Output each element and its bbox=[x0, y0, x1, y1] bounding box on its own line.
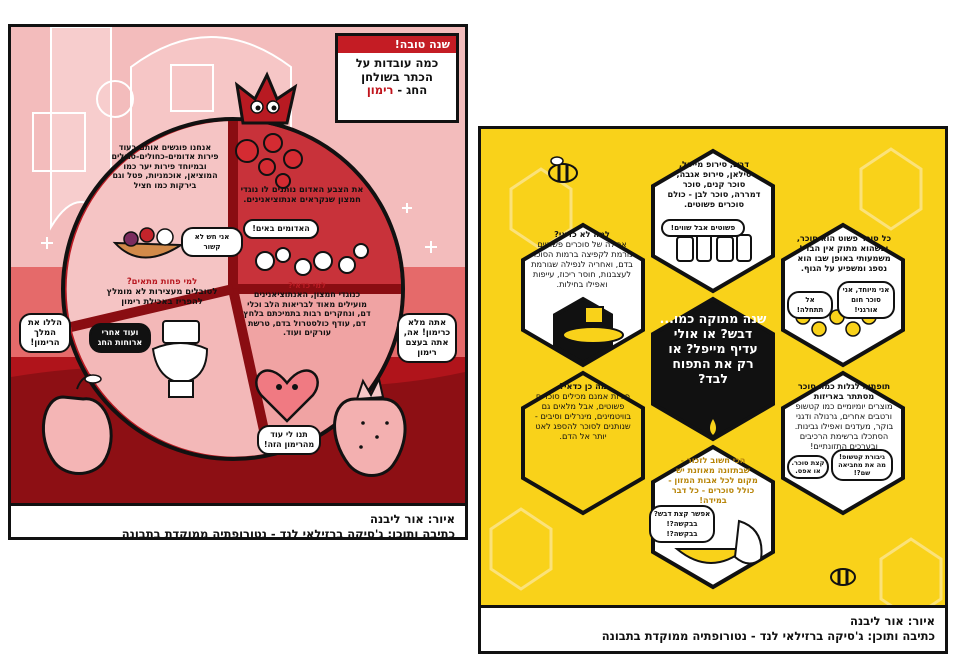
honey-poster: שנה מתוקה כמו... דבש? או אולי עדיף מייפל… bbox=[478, 126, 948, 654]
fact-who-should: למי כדאי? כנוגדי חמצון, האנתוציאנינים מו… bbox=[243, 281, 371, 338]
center-headline: שנה מתוקה כמו... דבש? או אולי עדיף מייפל… bbox=[659, 311, 767, 386]
credit-illustration: איור: אור ליבנה bbox=[370, 512, 455, 526]
bubble-reds-coming: האדומים באים! bbox=[243, 219, 319, 239]
hex-bottom-right-body: מוצרים יומיומיים כמו קטשופ ורטבים אחרים,… bbox=[794, 401, 894, 451]
less-suitable-title: למי פחות מתאים? bbox=[126, 276, 198, 286]
trampoline bbox=[562, 326, 624, 344]
seed-characters bbox=[235, 133, 303, 189]
hex-bottom-text: הכי חשוב לזכור - שבתזונה מאוזנת יש מקום … bbox=[668, 455, 758, 505]
fact-anthocyanin: את הצבע האדום נותנים לו נוגדי חמצון שנקר… bbox=[240, 184, 364, 204]
bee-icon bbox=[548, 156, 578, 183]
right-credits: איור: אור ליבנה כתיבה ותוכן: ג'סיקה ברזי… bbox=[481, 605, 945, 651]
bubble-ketchup: גיבורת קטשופ! מה את מחביאה שם?! bbox=[831, 449, 893, 481]
bubble-after-meals: ועוד אחרי ארוחות החג bbox=[89, 323, 151, 353]
heart-character bbox=[255, 369, 319, 423]
credit-text: כתיבה ותוכן: ג'סיקה ברזילאי לנד - נטורופ… bbox=[601, 629, 935, 643]
hex-top-text: דבש, סירופ מייפל, סילאן, סירופ אגבה, סוכ… bbox=[667, 159, 761, 209]
poster-title: כמה עובדות על הכתר בשולחן החג - רימון bbox=[338, 53, 456, 98]
credit-illustration: איור: אור ליבנה bbox=[850, 614, 935, 628]
bubble-heart: תנו לי עוד מהרימון הזה! bbox=[257, 425, 321, 455]
bubble-simple-worth: פשוטים אבל שווים! bbox=[661, 219, 745, 237]
apple-character bbox=[41, 374, 113, 475]
bubble-not-related: אני חש לא קשור bbox=[181, 227, 243, 257]
title-banner: שנה טובה! כמה עובדות על הכתר בשולחן החג … bbox=[335, 33, 459, 123]
fact-less-suitable: למי פחות מתאים? לסובלים מעצירות לא מומלץ… bbox=[103, 276, 221, 307]
title-line-2: הכתר בשולחן bbox=[361, 69, 433, 84]
wall-frame bbox=[32, 112, 86, 172]
less-suitable-text: לסובלים מעצירות לא מומלץ להפריז באכילת ר… bbox=[106, 285, 218, 306]
left-credits: איור: אור ליבנה כתיבה ותוכן: ג'סיקה ברזי… bbox=[11, 503, 465, 537]
hex-bottom-right-title: תופתעו לגלות כמה סוכר מסתתר באריזות bbox=[797, 381, 891, 401]
title-line-3: החג - רימון bbox=[342, 83, 452, 98]
strawberry-character bbox=[333, 376, 407, 477]
title-line-3-prefix: החג - bbox=[393, 83, 428, 98]
bubble-strawberry: אתה מלא כרימון! אה, אתה בעצם רימון bbox=[397, 313, 457, 363]
jar-characters bbox=[676, 232, 752, 262]
pomegranate-poster: שנה טובה! כמה עובדות על הכתר בשולחן החג … bbox=[8, 24, 468, 540]
hex-bottom-left-text: מה כן כדאי? פירות אמנם מכילים סוכרים פשו… bbox=[533, 381, 633, 441]
credit-text: כתיבה ותוכן: ג'סיקה ברזילאי לנד - נטורופ… bbox=[121, 527, 455, 540]
hex-top-left-body: אכילה של סוכרים פשוטים גורמת לקפיצה ברמו… bbox=[531, 239, 633, 289]
hex-center bbox=[651, 296, 775, 442]
hex-bottom-left-body: פירות אמנם מכילים סוכרים פשוטים, אבל מלא… bbox=[534, 391, 632, 441]
bubble-little-sugar: קצת סוכר. או אפס. bbox=[787, 455, 829, 479]
hex-bottom-left-title: מה כן כדאי? bbox=[559, 381, 607, 391]
hex-top-left-title: למה לא כדאי? bbox=[554, 229, 610, 239]
fact-where-found: אנחנו פוגשים אותם בעוד פירות אדומים-כחול… bbox=[111, 143, 219, 190]
header-tag: שנה טובה! bbox=[338, 36, 456, 53]
bee-icon bbox=[830, 568, 856, 586]
pomegranate-crown bbox=[234, 71, 298, 125]
bubble-organic: אני מיוחד, אני סוכר חום אורגני! bbox=[837, 281, 895, 319]
title-line-1: כמה עובדות על bbox=[355, 56, 439, 70]
title-highlight: רימון bbox=[366, 83, 394, 98]
bubble-apple: הללו את המלך הרימון! bbox=[19, 313, 71, 353]
who-should-title: למי כדאי? bbox=[288, 281, 326, 290]
bubble-dont-start: אל תתחלה! bbox=[787, 291, 833, 319]
bubble-some-honey: אפשר קצת דבש? בבקשה?! בבקשה?! bbox=[649, 505, 715, 543]
hex-bottom-left bbox=[521, 370, 645, 516]
toilet-character bbox=[162, 320, 200, 344]
hex-top-left-text: למה לא כדאי? אכילה של סוכרים פשוטים גורמ… bbox=[531, 229, 633, 289]
hex-top-right-text: כל סוכר פשוט הוא סוכר, וכשהוא מתוק אין ה… bbox=[796, 233, 892, 273]
hex-bottom-right-text: תופתעו לגלות כמה סוכר מסתתר באריזות מוצר… bbox=[789, 381, 899, 451]
who-should-text: כנוגדי חמצון, האנתוציאנינים מועילים מאוד… bbox=[243, 290, 371, 338]
